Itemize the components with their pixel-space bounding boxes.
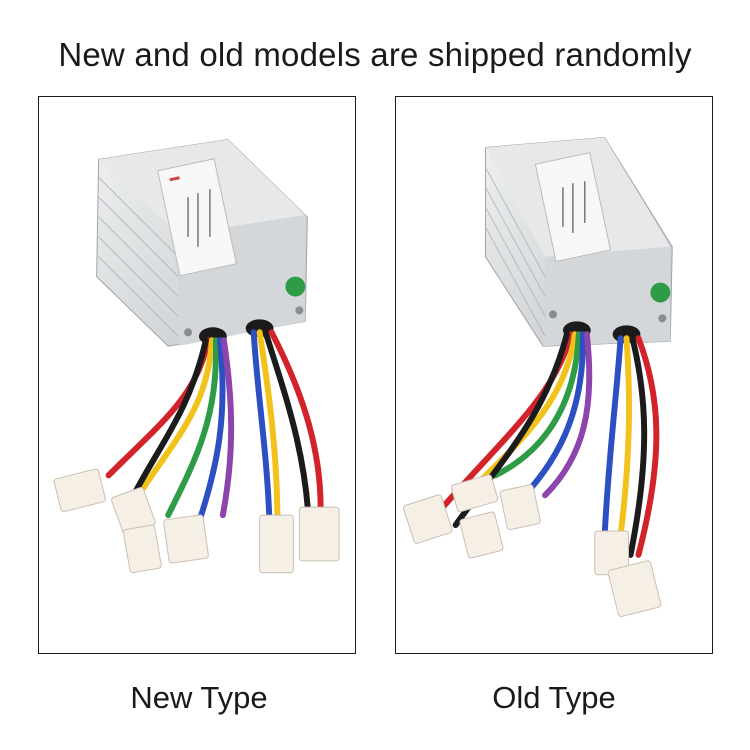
wire-bundle [105,329,324,538]
new-type-caption: New Type [130,680,268,715]
old-type-caption: Old Type [492,680,616,715]
new-type-controller-photo [53,138,340,574]
old-type-image-frame [395,96,713,654]
controller-housing [484,136,673,347]
controller-housing [96,138,308,347]
new-type-image-frame [38,96,356,654]
wire-connectors [403,474,662,617]
old-type-controller-photo [403,136,673,617]
wire-connectors [53,468,340,574]
wire-bundle [432,331,660,558]
page-title: New and old models are shipped randomly [58,36,692,73]
